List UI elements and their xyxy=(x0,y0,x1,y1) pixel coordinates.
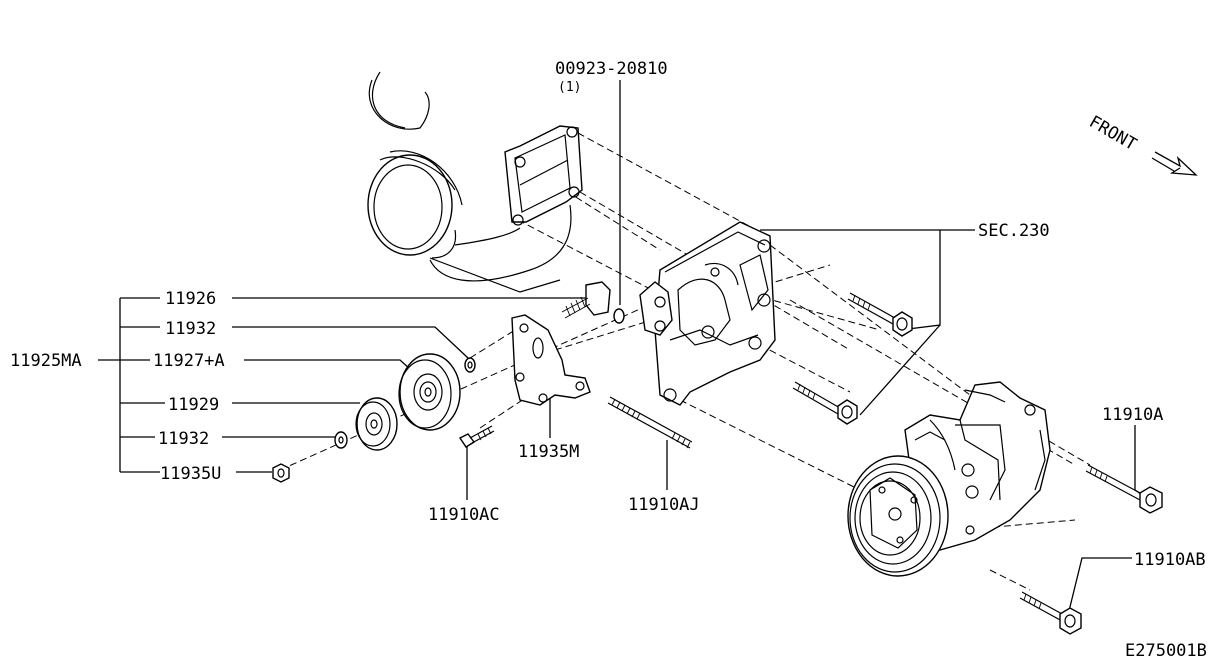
leader-lines xyxy=(98,80,1151,616)
front-direction-arrow: FRONT xyxy=(1086,112,1198,176)
ac-compressor xyxy=(847,381,1051,577)
part-labels: 00923-20810 (1) SEC.230 11926 11932 1192… xyxy=(10,59,1207,661)
nut-11935U xyxy=(272,463,290,483)
label-11932-bottom: 11932 xyxy=(158,429,209,449)
label-sec230: SEC.230 xyxy=(978,221,1050,241)
label-11910AB: 11910AB xyxy=(1134,550,1206,570)
label-00923-20810: 00923-20810 xyxy=(555,59,668,79)
gasket-plate xyxy=(504,125,583,226)
label-00923-qty: (1) xyxy=(558,80,581,95)
stud-11910AJ xyxy=(607,396,693,449)
label-11910AC: 11910AC xyxy=(428,505,500,525)
label-11929: 11929 xyxy=(168,395,219,415)
label-11932-top: 11932 xyxy=(165,319,216,339)
idler-bracket-11935M xyxy=(511,314,591,406)
pulley-11929 xyxy=(355,397,398,451)
bolt-bracket-upper xyxy=(847,292,913,337)
compressor-bracket xyxy=(639,221,776,406)
diagram-id: E275001B xyxy=(1125,641,1207,661)
label-11935U: 11935U xyxy=(160,464,221,484)
label-11910A: 11910A xyxy=(1102,405,1163,425)
label-11910AJ: 11910AJ xyxy=(628,495,700,515)
bolt-bracket-lower xyxy=(792,381,858,425)
pin-00923-20810 xyxy=(613,308,625,324)
washer-11932-top xyxy=(464,357,476,373)
bolt-11910A xyxy=(1085,464,1163,514)
front-label: FRONT xyxy=(1086,112,1140,155)
idler-pulley-11927A xyxy=(398,353,461,431)
engine-crank-pulley xyxy=(367,71,572,293)
bolt-11910AC xyxy=(458,425,495,448)
label-11926: 11926 xyxy=(165,289,216,309)
label-11927A: 11927+A xyxy=(153,351,225,371)
label-11935M: 11935M xyxy=(518,442,579,462)
stud-11926 xyxy=(561,281,611,319)
washer-11932-bottom xyxy=(334,431,348,449)
bolt-11910AB xyxy=(1019,591,1082,635)
label-11925MA: 11925MA xyxy=(10,351,82,371)
